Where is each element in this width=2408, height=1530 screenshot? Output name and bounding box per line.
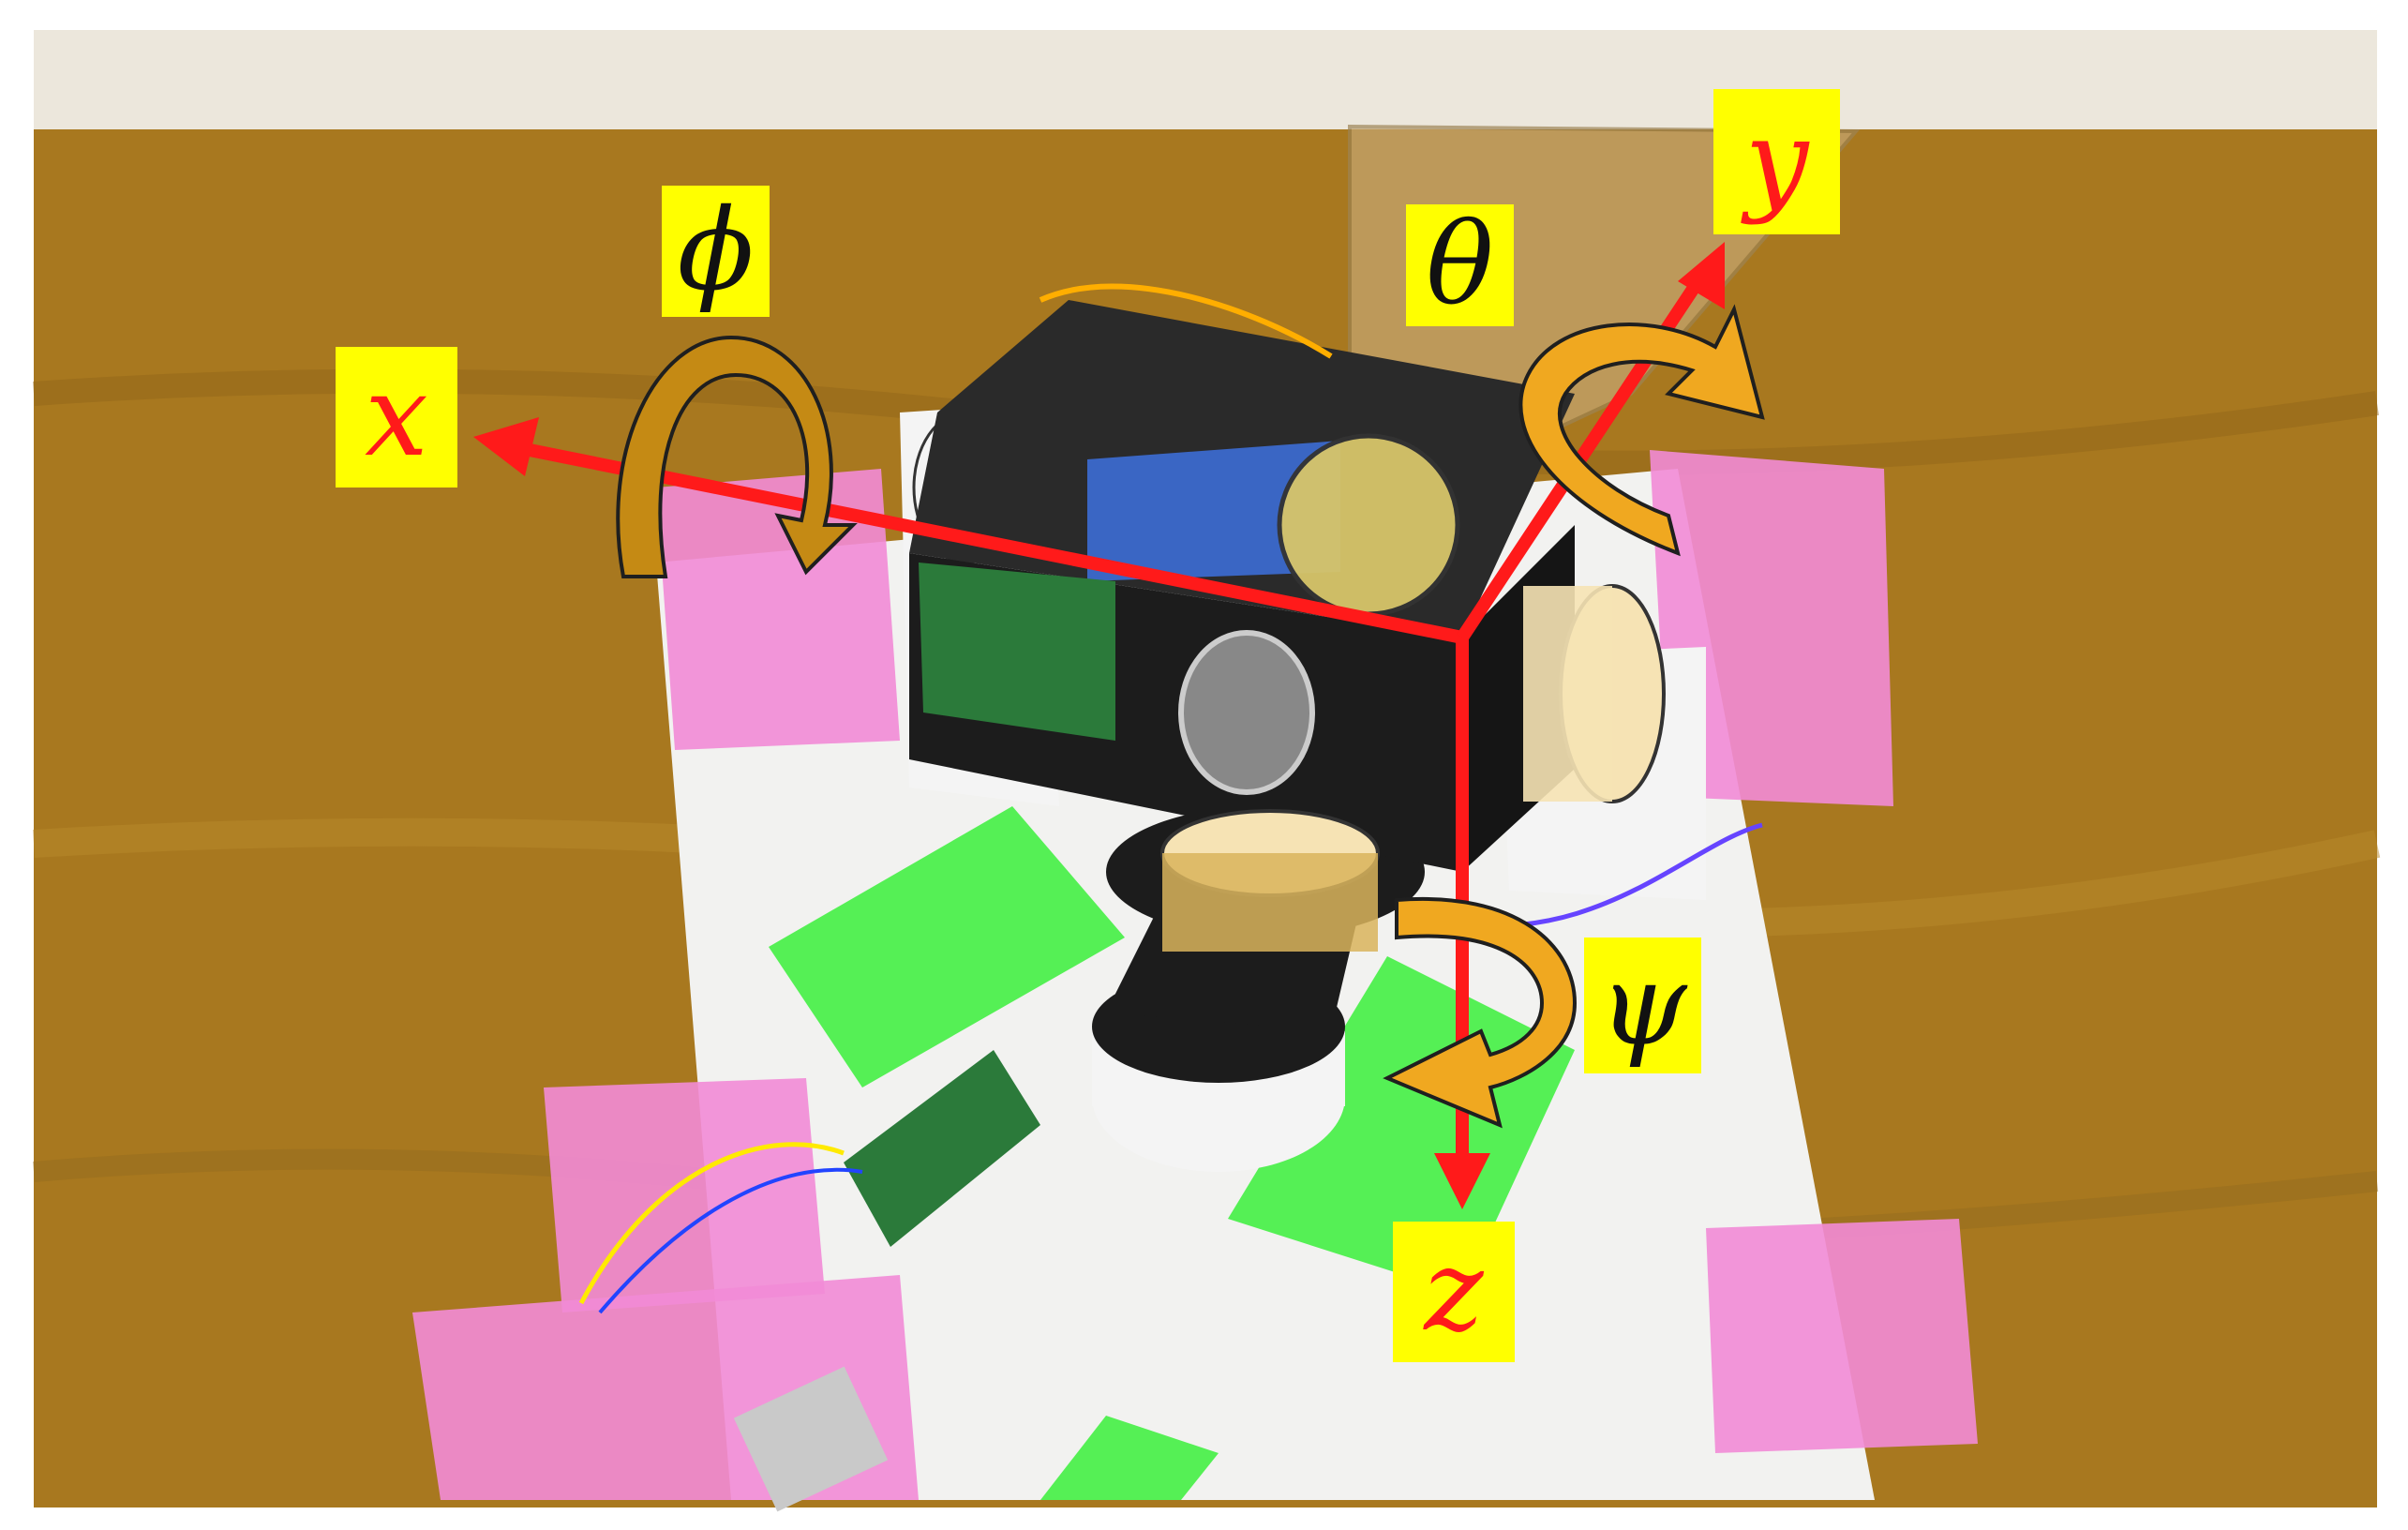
wire-bundle [1039,283,1333,359]
wire-bundle [578,1142,845,1305]
wire-bundle [598,1167,863,1314]
phi-label: ϕ [677,186,755,316]
x-axis-line [504,439,1464,644]
z-axis-label-box: z [1393,1222,1515,1362]
z-axis-arrowhead [1434,1153,1490,1209]
y-axis-arrowhead [1678,242,1725,309]
usb-connector [733,1366,889,1512]
theta-label: θ [1426,200,1494,330]
y-axis-label-box: y [1713,89,1840,234]
green-tape [1040,1416,1219,1500]
magnifier-detail [1277,433,1460,617]
theta-label-box: θ [1406,204,1514,326]
psi-label-box: ψ [1584,938,1701,1073]
z-axis-label: z [1424,1226,1484,1357]
green-tape [1228,956,1575,1294]
sensor-pcb [1087,441,1340,581]
psi-label: ψ [1598,939,1687,1071]
psi-rotation-arrow [1383,896,1578,1129]
y-axis-label: y [1744,96,1809,227]
theta-rotation-arrow [1518,304,1765,557]
x-axis-arrowhead [473,417,539,476]
bottom-pcb [844,1050,1040,1247]
x-axis-label-box: x [336,347,457,488]
pink-tape [1650,450,1893,806]
x-axis-label: x [365,352,428,482]
green-tape [769,806,1125,1088]
roll-cylinder-body [1523,586,1612,802]
phi-label-box: ϕ [662,186,770,317]
speaker [1178,630,1315,795]
front-pcb [919,562,1115,741]
yaw-cylinder-body [1162,853,1378,952]
pink-tape [1706,1219,1978,1453]
phi-rotation-arrow [616,335,858,578]
pink-tape [544,1078,825,1312]
wall [34,30,2377,133]
